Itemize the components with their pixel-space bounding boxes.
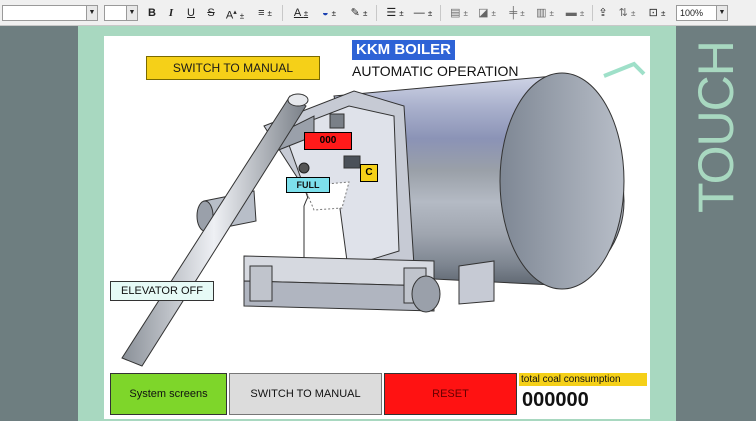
bold-button[interactable]: B	[148, 7, 156, 19]
line-color-icon[interactable]: ✎ ±	[350, 7, 368, 19]
left-side-panel	[0, 26, 78, 421]
c-indicator: C	[360, 164, 378, 182]
right-side-panel: TOUCH	[676, 26, 756, 421]
spacing-icon[interactable]: ▬ ±	[565, 7, 585, 19]
coal-consumption-value: 000000	[522, 389, 589, 411]
left-frame-border	[78, 26, 104, 421]
right-frame-border	[650, 26, 676, 421]
chevron-down-icon: ▼	[126, 6, 137, 20]
reset-button[interactable]: RESET	[384, 373, 517, 415]
underline-button[interactable]: U	[187, 7, 195, 19]
chevron-down-icon: ▼	[86, 6, 97, 20]
toolbar-separator	[282, 5, 283, 21]
line-style-icon[interactable]: ☰ ±	[386, 7, 404, 19]
transform-icon[interactable]: ⇅ ±	[618, 7, 636, 19]
pick-icon[interactable]: ⇪	[598, 7, 608, 19]
align-icon[interactable]: ≡ ±	[258, 7, 272, 19]
page-title: KKM BOILER	[352, 40, 455, 60]
formatting-toolbar: ▼ ▼ B I U S A▴ ± ≡ ± A ± ◒ ± ✎ ± ☰ ± — ±…	[0, 0, 756, 26]
hmi-screen: SWITCH TO MANUAL KKM BOILER AUTOMATIC OP…	[104, 36, 650, 419]
line-weight-icon[interactable]: — ±	[413, 7, 433, 19]
distribute-icon[interactable]: ▥ ±	[536, 7, 554, 19]
switch-to-manual-button[interactable]: SWITCH TO MANUAL	[229, 373, 382, 415]
group-icon[interactable]: ◪ ±	[478, 7, 496, 19]
font-size-icon[interactable]: A▴ ±	[225, 9, 245, 22]
system-screens-button[interactable]: System screens	[110, 373, 227, 415]
toolbar-separator	[592, 5, 593, 21]
font-size-select[interactable]: ▼	[104, 5, 138, 21]
boiler-illustration	[121, 61, 646, 367]
chevron-down-icon: ▼	[716, 6, 727, 20]
font-name-select[interactable]: ▼	[2, 5, 98, 21]
coal-consumption-label: total coal consumption	[519, 373, 647, 386]
full-indicator: FULL	[286, 177, 330, 193]
align-objects-icon[interactable]: ╪ ±	[509, 7, 525, 19]
toolbar-separator	[440, 5, 441, 21]
italic-button[interactable]: I	[168, 7, 174, 19]
zoom-fit-icon[interactable]: ⊡ ±	[648, 7, 666, 19]
zoom-select[interactable]: 100%▼	[676, 5, 728, 21]
fill-color-icon[interactable]: ◒ ±	[321, 7, 337, 19]
operation-mode-label: AUTOMATIC OPERATION	[352, 63, 519, 79]
strikethrough-button[interactable]: S	[207, 7, 215, 19]
touch-label: TOUCH	[688, 41, 744, 213]
elevator-status-label: ELEVATOR OFF	[110, 281, 214, 301]
arrange-icon[interactable]: ▤ ±	[450, 7, 468, 19]
switch-to-manual-top-button[interactable]: SWITCH TO MANUAL	[146, 56, 320, 80]
toolbar-separator	[376, 5, 377, 21]
counter-display: 000	[304, 132, 352, 150]
font-color-icon[interactable]: A ±	[293, 7, 309, 19]
